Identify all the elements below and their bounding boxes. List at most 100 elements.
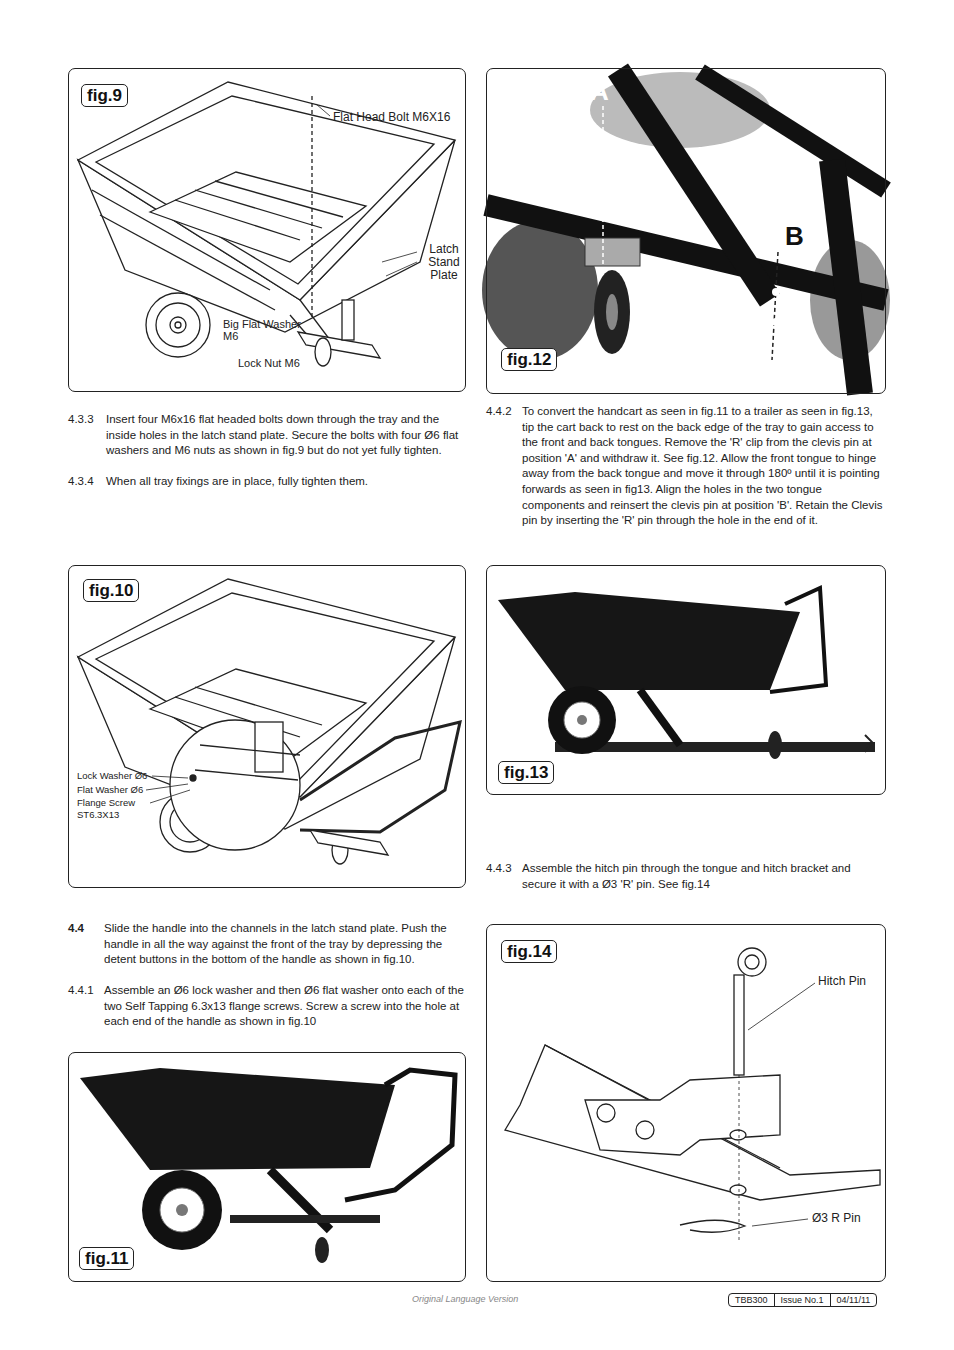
drawing-stroke <box>585 238 640 266</box>
part-label: Hitch Pin <box>818 974 866 988</box>
drawing-stroke <box>175 322 181 328</box>
figure-label: fig.12 <box>501 348 557 371</box>
drawing-stroke <box>195 190 322 228</box>
drawing-stroke <box>636 1121 654 1139</box>
drawing-stroke <box>739 1075 740 1240</box>
part-label: Flange Screw ST6.3X13 <box>77 797 149 821</box>
drawing-stroke <box>150 172 366 262</box>
trailer-photo <box>498 588 875 759</box>
drawing-stroke <box>92 190 270 290</box>
figure-panel: fig.11 <box>68 1052 466 1282</box>
drawing-stroke <box>594 270 630 354</box>
drawing-stroke <box>156 303 200 347</box>
figure-panel: fig.13 <box>486 565 886 795</box>
drawing-stroke <box>832 160 860 394</box>
step-text: Insert four M6x16 flat headed bolts down… <box>106 412 464 459</box>
figure-label: fig.10 <box>83 579 139 602</box>
cart-drawing <box>78 82 455 366</box>
part-label: Flat Washer Ø6 <box>77 784 143 795</box>
drawing-stroke <box>345 1070 455 1200</box>
drawing-stroke <box>96 96 434 284</box>
figure-label: fig.14 <box>501 940 557 963</box>
drawing-stroke <box>382 252 417 262</box>
position-marker: B <box>785 221 804 252</box>
drawing-stroke <box>585 1075 780 1155</box>
part-label: Lock Nut M6 <box>238 357 300 370</box>
drawing-stroke <box>748 983 815 1030</box>
figure-panel: fig.10 <box>68 565 466 888</box>
step-number: 4.4.3 <box>486 861 512 877</box>
drawing-stroke <box>195 770 298 780</box>
part-label: Big Flat Washer M6 <box>223 318 303 342</box>
drawing-stroke <box>564 702 600 738</box>
drawing-stroke <box>505 1045 880 1200</box>
drawing-stroke <box>170 720 300 850</box>
drawing-stroke <box>316 104 330 116</box>
position-marker: A <box>590 76 609 107</box>
drawing-stroke <box>865 735 872 752</box>
drawing-stroke <box>152 776 188 778</box>
drawing-stroke <box>772 288 780 296</box>
drawing-stroke <box>745 955 759 969</box>
drawing-stroke <box>545 1045 780 1168</box>
step-number: 4.4.1 <box>68 983 94 999</box>
drawing-stroke <box>80 1068 395 1170</box>
drawing-stroke <box>195 687 322 725</box>
drawing-stroke <box>310 830 388 855</box>
section-number: 4.4 <box>68 921 84 937</box>
part-label: Lock Washer Ø6 <box>77 770 147 781</box>
tongue-photo <box>482 70 890 394</box>
drawing-stroke <box>548 686 616 754</box>
drawing-stroke <box>772 318 780 326</box>
footer-field: TBB300 <box>729 1294 774 1306</box>
drawing-stroke <box>170 317 186 333</box>
drawing-stroke <box>640 690 680 745</box>
part-label: Latch Stand Plate <box>418 243 470 282</box>
drawing-stroke <box>200 745 300 755</box>
drawing-stroke <box>577 715 587 725</box>
drawing-stroke <box>770 588 826 692</box>
drawing-stroke <box>78 579 455 797</box>
figure-label: fig.13 <box>498 761 554 784</box>
part-label: Ø3 R Pin <box>812 1211 861 1225</box>
drawing-stroke <box>680 1220 745 1232</box>
drawing-stroke <box>738 948 766 976</box>
drawing-stroke <box>498 592 800 690</box>
drawing-stroke <box>606 294 618 330</box>
footer-field: Issue No.1 <box>774 1294 830 1306</box>
drawing-stroke <box>300 722 460 832</box>
drawing-stroke <box>386 262 417 276</box>
drawing-stroke <box>142 1170 222 1250</box>
drawing-stroke <box>298 332 380 358</box>
drawing-stroke <box>482 220 598 360</box>
drawing-stroke <box>752 1219 808 1226</box>
drawing-stroke <box>602 106 604 265</box>
step-text: Slide the handle into the channels in th… <box>104 921 466 968</box>
drawing-stroke <box>255 722 283 772</box>
step-text: When all tray fixings are in place, full… <box>106 474 464 490</box>
drawing-stroke <box>768 731 782 759</box>
drawing-stroke <box>772 252 778 360</box>
drawing-stroke <box>315 1237 329 1263</box>
drawing-stroke <box>146 784 188 790</box>
hitch-drawing <box>505 948 880 1240</box>
drawing-stroke <box>311 96 312 318</box>
drawing-stroke <box>315 338 331 366</box>
drawing-stroke <box>230 1215 380 1223</box>
drawing-stroke <box>734 975 744 1075</box>
cart-handle-drawing <box>78 579 460 864</box>
drawing-stroke <box>175 200 300 240</box>
drawing-stroke <box>150 790 190 803</box>
step-number: 4.3.3 <box>68 412 94 428</box>
drawing-stroke <box>96 593 434 781</box>
step-number: 4.3.4 <box>68 474 94 490</box>
step-text: To convert the handcart as seen in fig.1… <box>522 404 886 529</box>
footer-note: Original Language Version <box>412 1294 518 1305</box>
drawing-stroke <box>78 82 455 300</box>
footer-field: 04/11/11 <box>830 1294 877 1306</box>
drawing-stroke <box>176 1204 188 1216</box>
handcart-photo <box>80 1068 455 1263</box>
drawing-stroke <box>730 1130 746 1140</box>
part-label: Flat Head Bolt M6X16 <box>333 110 450 124</box>
